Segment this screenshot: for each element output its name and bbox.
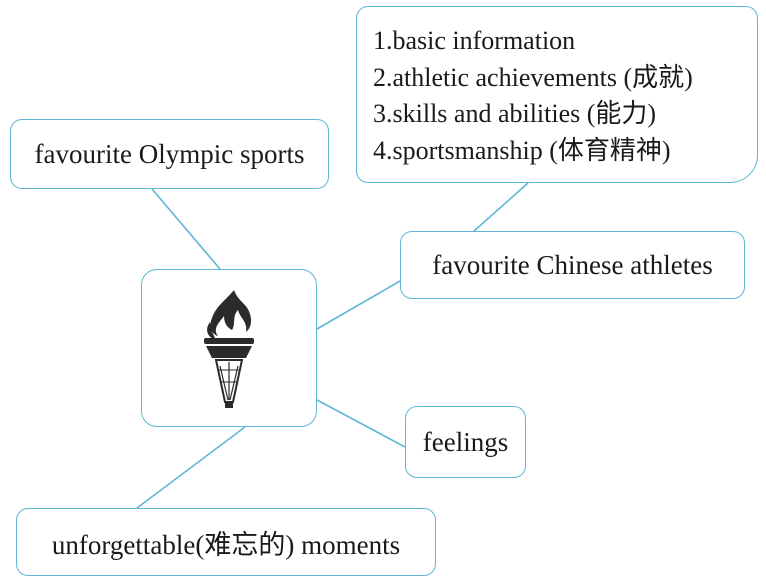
connector-center-feelings [316,399,406,448]
node-favourite-olympic-sports: favourite Olympic sports [10,119,329,189]
node-label: favourite Chinese athletes [432,249,713,280]
details-item: 2.athletic achievements (成就) [373,62,693,92]
node-feelings: feelings [405,406,526,478]
node-unforgettable-moments: unforgettable(难忘的) moments [16,508,436,576]
details-item: 4.sportsmanship (体育精神) [373,135,671,165]
connector-center-olympic [151,188,221,270]
connector-athletes-details [473,182,529,232]
node-favourite-chinese-athletes: favourite Chinese athletes [400,231,745,299]
node-label: favourite Olympic sports [34,138,305,169]
details-item: 1.basic information [373,26,576,55]
details-item: 3.skills and abilities (能力) [373,99,657,128]
node-label: unforgettable(难忘的) moments [51,529,401,560]
details-list: 1.basic information 2.athletic achieveme… [373,23,757,169]
connector-center-moments [136,426,246,509]
olympic-torch-icon [204,290,254,408]
node-label: feelings [422,426,509,457]
center-node [141,269,317,427]
connector-center-athletes [316,280,401,330]
athlete-details-box: 1.basic information 2.athletic achieveme… [356,6,758,183]
